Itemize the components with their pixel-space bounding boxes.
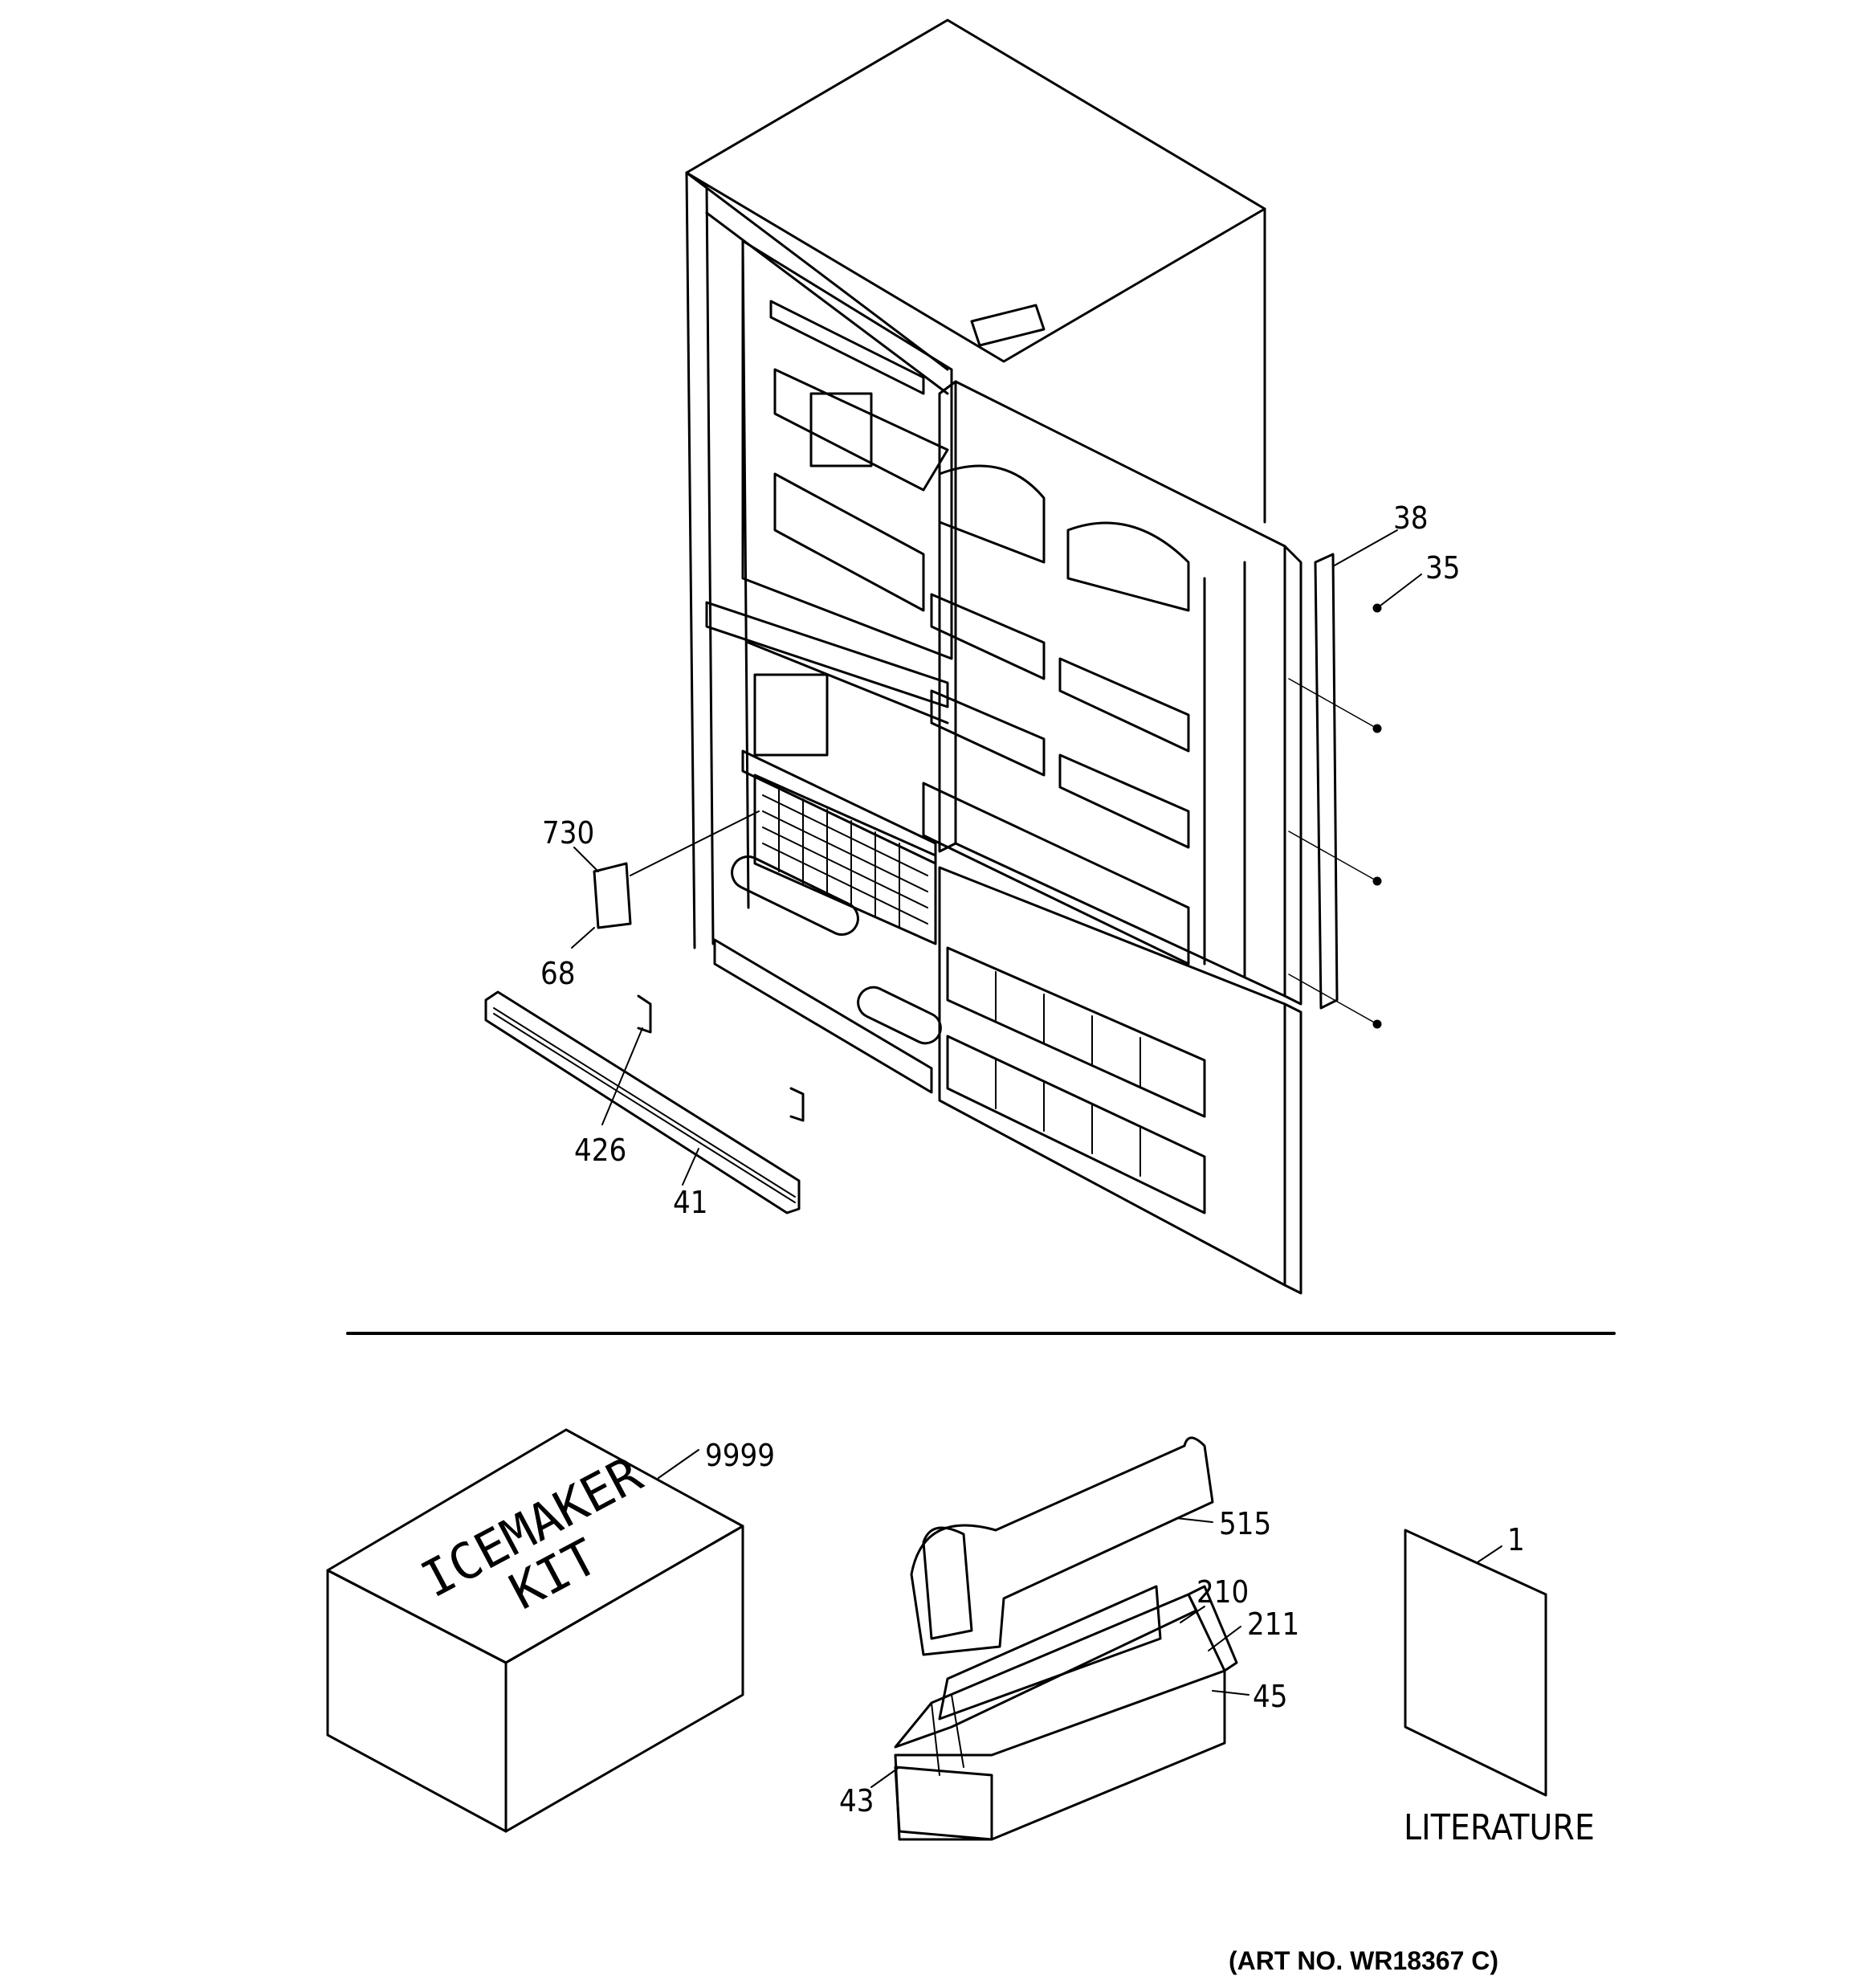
callout-35: 35	[1425, 550, 1461, 586]
literature-label: LITERATURE	[1404, 1807, 1595, 1848]
icemaker-kit-box	[326, 1428, 744, 1833]
hinge-strip	[1288, 553, 1382, 1029]
callout-730: 730	[542, 815, 594, 851]
callout-515: 515	[1219, 1506, 1271, 1541]
refrigerator-cabinet	[685, 18, 1266, 1094]
callout-68: 68	[540, 956, 576, 991]
callout-210: 210	[1196, 1574, 1249, 1610]
fresh-food-door	[922, 380, 1302, 1006]
callout-labels: 38 35 730 68 426 41 9999 515 210 211 45 …	[540, 500, 1525, 1819]
callout-9999: 9999	[705, 1438, 775, 1473]
callout-38: 38	[1393, 500, 1429, 536]
callout-41: 41	[673, 1185, 708, 1220]
callout-211: 211	[1247, 1606, 1299, 1642]
freezer-door	[938, 866, 1302, 1295]
art-number: (ART NO. WR18367 C)	[1229, 1946, 1498, 1975]
part-730-cover	[593, 810, 760, 929]
leader-lines	[571, 529, 1502, 1788]
callout-43: 43	[839, 1783, 874, 1819]
grille-41	[484, 990, 805, 1214]
callout-45: 45	[1253, 1679, 1288, 1714]
literature-sheet	[1404, 1529, 1547, 1797]
icemaker-assembly	[894, 1436, 1238, 1841]
callout-1: 1	[1507, 1522, 1525, 1557]
callout-426: 426	[574, 1133, 626, 1168]
icemaker-kit-text: ICEMAKER KIT	[412, 1444, 652, 1621]
